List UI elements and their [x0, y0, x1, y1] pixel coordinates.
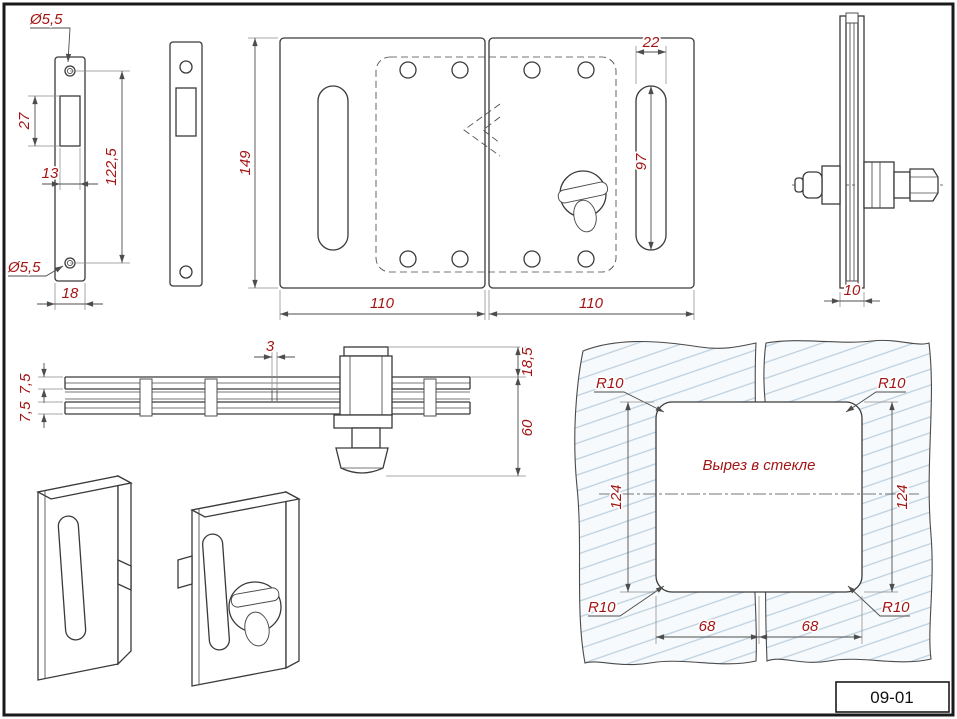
- hub-body: [339, 355, 393, 416]
- dim-hole-dia-bottom: Ø5,5: [7, 259, 41, 276]
- dim-body-height: 149: [237, 150, 254, 176]
- iso-plate-top: [36, 475, 133, 500]
- dim-upper-plate: 7,5: [17, 373, 34, 395]
- dim-slot-height: 97: [633, 153, 650, 170]
- iso-oval-slot: [202, 533, 230, 651]
- glass-cutout-view: Вырез в стекле R10 R10 R10 R10 124 124 6…: [574, 339, 933, 666]
- dim-cutout-width-left: 68: [699, 618, 716, 635]
- lock-front-view: 149 22 97 110 110: [235, 32, 695, 320]
- dim-cutout-height-right: 124: [894, 484, 911, 509]
- dim-cutout-width: 13: [42, 165, 59, 182]
- iso-oval-slot: [57, 515, 87, 641]
- dim-knob-depth: 60: [519, 419, 536, 436]
- left-cover-plate: [279, 37, 486, 289]
- strike-plate-outline: [54, 56, 86, 282]
- back-plate-outline: [169, 41, 203, 287]
- dim-assembly-thickness: 10: [844, 282, 861, 299]
- screw-section: [423, 378, 437, 417]
- dim-hub-height: 18,5: [519, 347, 536, 377]
- dim-radius-bl: R10: [588, 599, 616, 616]
- dim-radius-br: R10: [882, 599, 910, 616]
- left-oval-slot: [317, 85, 349, 251]
- thumbturn-side: [802, 171, 823, 199]
- right-cover-plate: [488, 37, 695, 289]
- dim-radius-tr: R10: [878, 375, 906, 392]
- drawing-number: 09-01: [870, 688, 913, 707]
- dim-glass-gap: 3: [266, 338, 275, 355]
- dim-cutout-width-right: 68: [802, 618, 819, 635]
- iso-view-left: [36, 474, 133, 681]
- dim-right-plate-width: 110: [579, 295, 604, 312]
- latch-hidden-line: [463, 103, 501, 157]
- iso-plate-front: [37, 475, 119, 681]
- side-plate-left: [839, 15, 847, 289]
- dim-cutout-height: 27: [16, 112, 33, 130]
- glass-cutout-hidden-line: [375, 56, 617, 273]
- side-plate-right: [857, 15, 865, 289]
- iso-latch-tab: [117, 558, 132, 592]
- hex-knob: [909, 168, 939, 202]
- iso-view-right: [177, 490, 301, 687]
- strike-plate-back-view: [169, 41, 203, 287]
- knob-flange: [333, 414, 393, 429]
- dim-slot-width: 22: [642, 34, 660, 51]
- dim-cutout-height-left: 124: [608, 484, 625, 509]
- dim-lower-plate: 7,5: [17, 401, 34, 423]
- screw-hole-bottom: [179, 265, 193, 279]
- dim-radius-tl: R10: [596, 375, 624, 392]
- strike-plate-view: Ø5,5 27 13 122,5 Ø5,5 18: [5, 9, 130, 310]
- hub-cap: [343, 346, 389, 357]
- thumbturn-knob: [557, 170, 609, 233]
- horizontal-section-view: 7,5 7,5 3 18,5 60: [15, 336, 538, 477]
- dim-plate-width: 18: [62, 285, 79, 302]
- screw-hole-top: [179, 60, 193, 74]
- lock-side-view: 10: [792, 12, 944, 307]
- cylinder-body: [863, 161, 895, 209]
- knob-stem: [351, 427, 381, 449]
- screw-section: [139, 378, 153, 417]
- dim-hole-spacing: 122,5: [103, 148, 120, 186]
- latch-cutout: [59, 95, 81, 147]
- dim-hole-dia-top: Ø5,5: [29, 11, 63, 28]
- knob-grip: [335, 447, 389, 474]
- glass-cutout-opening: [655, 401, 863, 593]
- iso-thumbturn: [228, 581, 282, 647]
- latch-window: [175, 87, 197, 137]
- iso-latch-tab: [177, 555, 193, 589]
- iso-plate-side: [285, 490, 300, 670]
- title-block: 09-01: [835, 681, 950, 713]
- iso-plate-top: [190, 491, 301, 518]
- glass-cutout-label: Вырез в стекле: [703, 457, 816, 474]
- title-block-frame: [835, 681, 950, 713]
- screw-section: [204, 378, 218, 417]
- dim-left-plate-width: 110: [370, 295, 395, 312]
